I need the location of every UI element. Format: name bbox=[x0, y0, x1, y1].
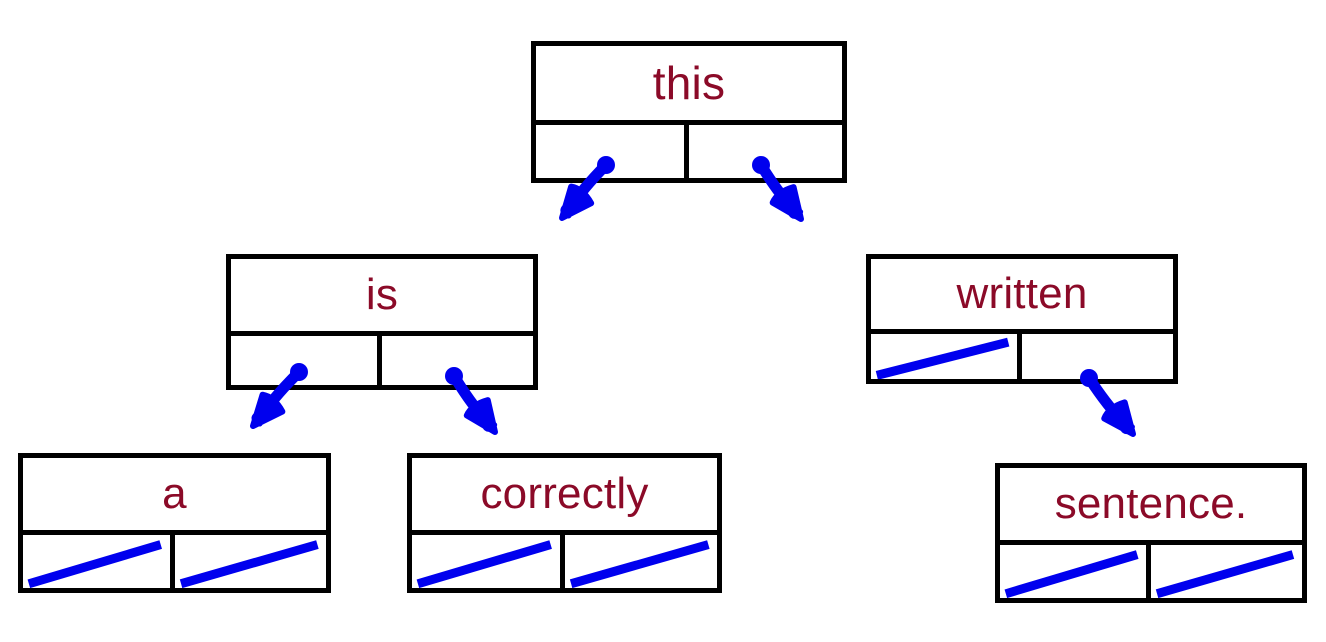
null-pointer-slash-left bbox=[23, 535, 170, 588]
node-pointers-is bbox=[231, 331, 533, 385]
tree-node-written[interactable]: written bbox=[866, 254, 1178, 384]
node-is-left-pointer[interactable] bbox=[231, 336, 382, 385]
null-pointer-slash-right bbox=[565, 535, 718, 588]
arrow-head bbox=[250, 391, 286, 429]
node-is-right-pointer[interactable] bbox=[382, 336, 533, 385]
node-value-correctly: correctly bbox=[480, 469, 649, 518]
tree-node-a[interactable]: a bbox=[18, 453, 331, 593]
arrow-head bbox=[769, 184, 804, 222]
node-written-left-pointer[interactable] bbox=[871, 334, 1022, 379]
null-pointer-slash-left bbox=[871, 334, 1017, 379]
tree-node-sentence[interactable]: sentence. bbox=[995, 463, 1307, 603]
node-a-right-pointer[interactable] bbox=[175, 535, 327, 588]
null-pointer-slash-left bbox=[1000, 545, 1146, 598]
tree-node-correctly[interactable]: correctly bbox=[407, 453, 722, 593]
node-pointers-correctly bbox=[412, 530, 717, 588]
arrow-head bbox=[463, 397, 498, 435]
arrow-head bbox=[1101, 399, 1136, 437]
node-pointers-this bbox=[536, 120, 842, 178]
node-value-sentence: sentence. bbox=[1054, 479, 1248, 528]
node-correctly-right-pointer[interactable] bbox=[565, 535, 718, 588]
node-pointers-sentence bbox=[1000, 540, 1302, 598]
node-pointers-a bbox=[23, 530, 326, 588]
null-pointer-slash-right bbox=[175, 535, 327, 588]
node-sentence-left-pointer[interactable] bbox=[1000, 545, 1151, 598]
node-this-right-pointer[interactable] bbox=[689, 125, 842, 178]
node-correctly-left-pointer[interactable] bbox=[412, 535, 565, 588]
arrow-head bbox=[559, 183, 595, 221]
null-pointer-slash-left bbox=[412, 535, 560, 588]
node-written-right-pointer[interactable] bbox=[1022, 334, 1173, 379]
node-a-left-pointer[interactable] bbox=[23, 535, 175, 588]
node-pointers-written bbox=[871, 329, 1173, 379]
node-sentence-right-pointer[interactable] bbox=[1151, 545, 1302, 598]
null-pointer-slash-right bbox=[1151, 545, 1302, 598]
node-value-is: is bbox=[365, 270, 399, 319]
node-this-left-pointer[interactable] bbox=[536, 125, 689, 178]
node-value-a: a bbox=[162, 469, 187, 518]
node-value-written: written bbox=[956, 269, 1088, 318]
node-value-this: this bbox=[652, 57, 726, 109]
tree-node-this[interactable]: this bbox=[531, 41, 847, 183]
tree-node-is[interactable]: is bbox=[226, 254, 538, 390]
